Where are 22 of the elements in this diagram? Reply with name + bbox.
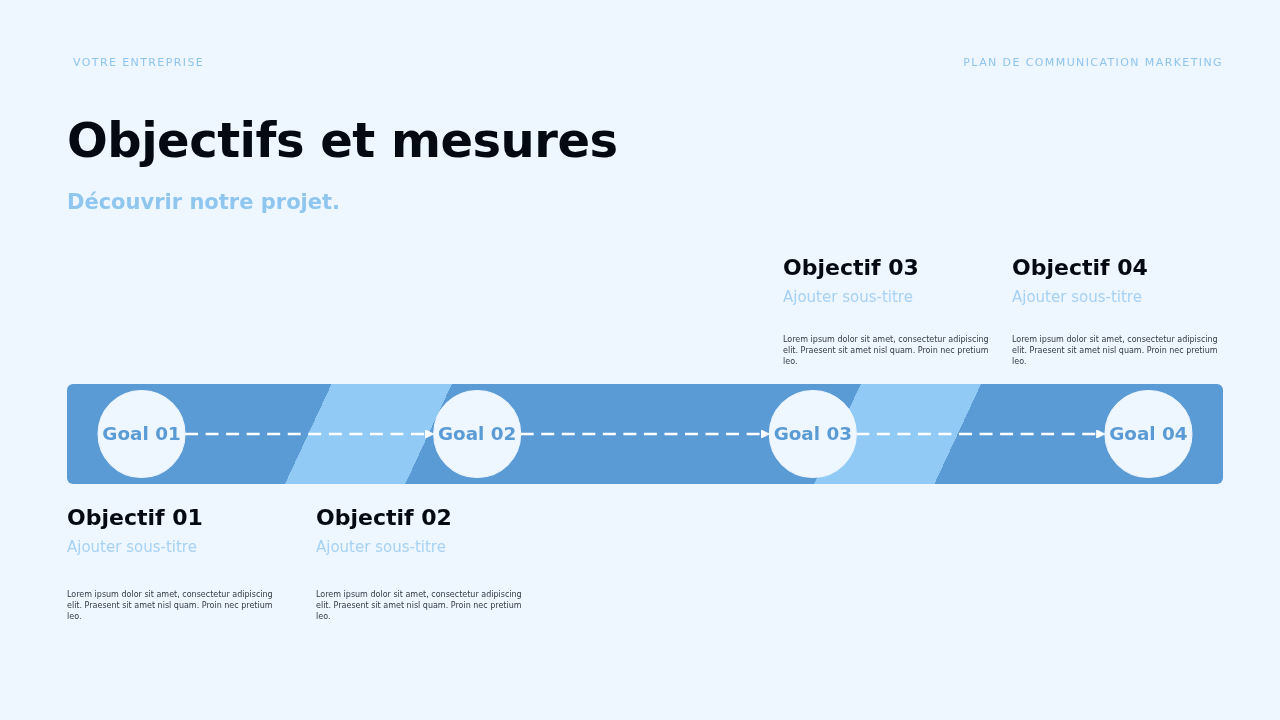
goal-circle: Goal 02 <box>433 389 522 479</box>
objective-heading: Objectif 02 <box>316 505 452 530</box>
objective-subtitle: Ajouter sous-titre <box>316 538 446 556</box>
goal-circle: Goal 04 <box>1104 389 1193 479</box>
body-text: Lorem ipsum dolor sit amet, consectetur adipiscing elit. Praesent sit amet nisl quam. Proin nec pretium leo. <box>1012 335 1219 368</box>
goal-circle: Goal 01 <box>97 389 186 479</box>
body-text: Lorem ipsum dolor sit amet, consectetur adipiscing elit. Praesent sit amet nisl quam. Proin nec pretium leo. <box>783 335 990 368</box>
dashed-arrow <box>856 429 1106 439</box>
header-text: VOTRE ENTREPRISE <box>73 56 205 69</box>
goal-circle: Goal 03 <box>768 389 857 479</box>
slide-title: Objectifs et mesures <box>67 112 618 168</box>
body-text: Lorem ipsum dolor sit amet, consectetur adipiscing elit. Praesent sit amet nisl quam. Proin nec pretium leo. <box>316 590 523 623</box>
objective-heading: Objectif 04 <box>1012 255 1148 280</box>
header-text: PLAN DE COMMUNICATION MARKETING <box>963 56 1223 69</box>
objective-subtitle: Ajouter sous-titre <box>67 538 197 556</box>
dashed-arrow <box>520 429 770 439</box>
body-text: Lorem ipsum dolor sit amet, consectetur adipiscing elit. Praesent sit amet nisl quam. Proin nec pretium leo. <box>67 590 274 623</box>
slide-subtitle: Découvrir notre projet. <box>67 190 340 214</box>
objective-subtitle: Ajouter sous-titre <box>1012 288 1142 306</box>
objective-subtitle: Ajouter sous-titre <box>783 288 913 306</box>
objective-heading: Objectif 03 <box>783 255 919 280</box>
objective-heading: Objectif 01 <box>67 505 203 530</box>
